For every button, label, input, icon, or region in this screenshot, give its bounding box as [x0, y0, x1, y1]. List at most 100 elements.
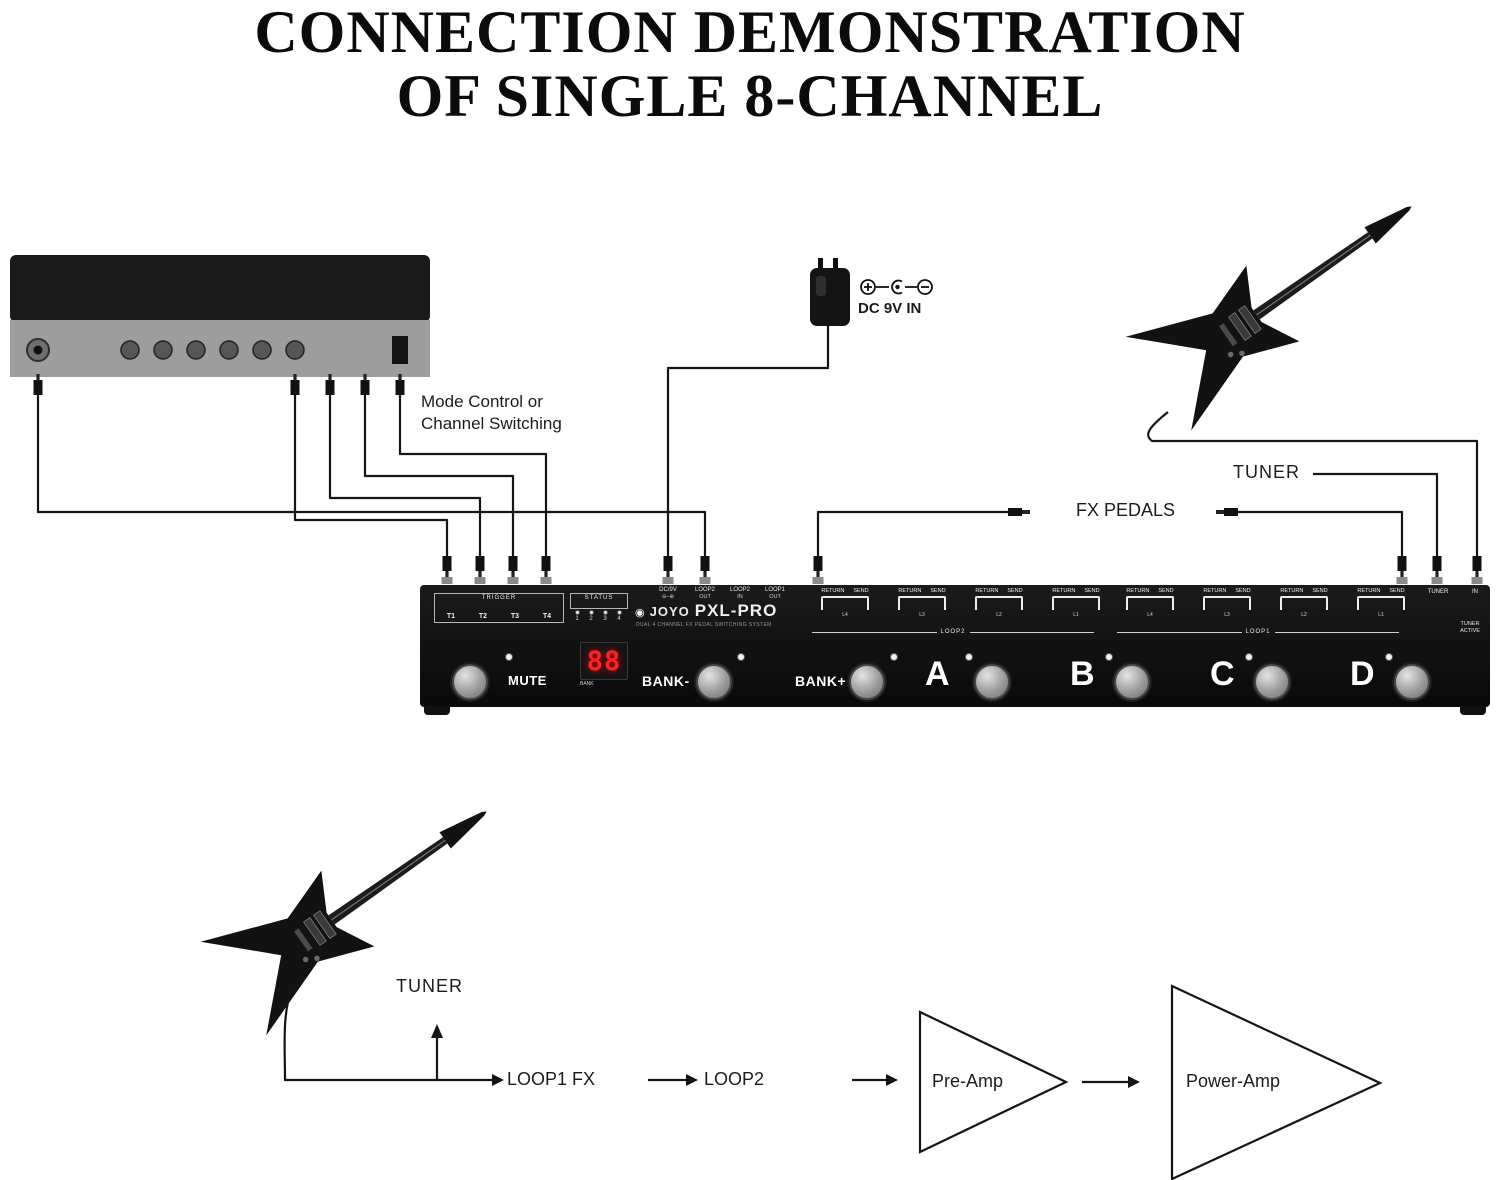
bank-plus-led-icon	[890, 653, 898, 661]
loop1-jack-l4: RETURN SEND L4	[1126, 588, 1174, 618]
page-title: CONNECTION DEMONSTRATION OF SINGLE 8-CHA…	[0, 0, 1500, 128]
model-tagline: DUAL 4 CHANNEL FX PEDAL SWITCHING SYSTEM	[636, 622, 772, 628]
channel-a-label: A	[925, 655, 950, 693]
brand-name: JOYO	[649, 604, 690, 619]
bank-minus-led-icon	[737, 653, 745, 661]
channel-c-label: C	[1210, 655, 1235, 693]
tuner-jack-label: TUNER	[1427, 589, 1449, 595]
send-label: SEND	[1235, 588, 1251, 594]
return-label: RETURN	[1280, 588, 1304, 594]
loop1-group: LOOP1	[1117, 629, 1400, 635]
pre-amp-triangle	[918, 1010, 1069, 1154]
status-led-icon	[574, 610, 580, 615]
bank-plus-label: BANK+	[795, 673, 847, 689]
trigger-panel: TRIGGER T1 T2 T3 T4	[434, 593, 564, 623]
loop1-jack-l2: RETURN SEND L2	[1280, 588, 1328, 618]
amp-head	[10, 255, 430, 377]
power-adapter	[666, 258, 850, 556]
trigger-title: TRIGGER	[481, 595, 517, 601]
dc-9v-in-label: DC 9V IN	[858, 300, 922, 317]
channel-b-footswitch	[1114, 664, 1150, 700]
signal-flow	[283, 987, 1128, 1084]
channel-c-led-icon	[1245, 653, 1253, 661]
pre-amp-label: Pre-Amp	[932, 1071, 1004, 1091]
mute-led-icon	[505, 653, 513, 661]
port-loop2-in: LOOP2 IN	[729, 587, 750, 600]
return-label: RETURN	[1126, 588, 1150, 594]
power-amp-label: Power-Amp	[1186, 1071, 1281, 1091]
status-leds: 1 2 3 4	[570, 610, 626, 622]
channel-a-footswitch	[974, 664, 1010, 700]
send-label: SEND	[1389, 588, 1405, 594]
power-cable	[666, 326, 830, 556]
pxl-pro-unit: TRIGGER T1 T2 T3 T4 STATUS 1 2 3 4 ◉	[420, 585, 1490, 715]
trigger-jack-t1: T1	[446, 613, 456, 620]
tuner-top-label: TUNER	[1233, 462, 1300, 482]
loop2-fx-label: LOOP2	[704, 1069, 765, 1089]
loop2-jack-l1: RETURN SEND L1	[1052, 588, 1100, 618]
loop2-jack-l3: RETURN SEND L3	[898, 588, 946, 618]
mounting-tab	[424, 706, 450, 715]
loop1-jack-l3: RETURN SEND L3	[1203, 588, 1251, 618]
guitar-bottom	[200, 763, 520, 1037]
tuner-cable	[1313, 472, 1439, 556]
jack-plate	[1052, 596, 1100, 610]
loop2-jack-l2: RETURN SEND L2	[975, 588, 1023, 618]
send-label: SEND	[853, 588, 869, 594]
jack-plate	[1357, 596, 1405, 610]
port-loop2-out: LOOP2 OUT	[694, 587, 715, 600]
loop2-group: LOOP2	[812, 629, 1095, 635]
power-amp-triangle	[1170, 984, 1383, 1180]
trigger-jack-t3: T3	[510, 613, 520, 620]
return-label: RETURN	[975, 588, 999, 594]
channel-b-label: B	[1070, 655, 1095, 693]
mounting-tab	[1460, 706, 1486, 715]
return-label: RETURN	[1357, 588, 1381, 594]
return-label: RETURN	[1203, 588, 1227, 594]
bank-plus-footswitch	[849, 664, 885, 700]
guitar-top	[1125, 158, 1445, 432]
amp-power-switch	[392, 336, 408, 364]
status-led-icon	[602, 610, 608, 615]
channel-b-led-icon	[1105, 653, 1113, 661]
tuner-active-label: TUNER ACTIVE	[1460, 621, 1480, 634]
mute-footswitch	[452, 664, 488, 700]
return-label: RETURN	[821, 588, 845, 594]
mute-label: MUTE	[508, 673, 547, 688]
guitar-in-cable	[1147, 411, 1479, 556]
arrowheads	[431, 1024, 1140, 1088]
bank-display: 88	[580, 642, 628, 680]
polarity-mini-icon: ⊖–⊕	[661, 594, 675, 600]
bank-minus-label: BANK-	[642, 673, 690, 689]
fx-pedals-label: FX PEDALS	[1038, 500, 1213, 521]
status-led-icon	[616, 610, 622, 615]
jack-plate	[975, 596, 1023, 610]
jack-plate	[821, 596, 869, 610]
status-title: STATUS	[584, 595, 614, 601]
send-label: SEND	[1084, 588, 1100, 594]
amp-input-cable	[36, 395, 707, 556]
loop1-jack-l1: RETURN SEND L1	[1357, 588, 1405, 618]
loop2-jack-l4: RETURN SEND L4	[821, 588, 869, 618]
channel-a-led-icon	[965, 653, 973, 661]
channel-d-led-icon	[1385, 653, 1393, 661]
title-line-2: OF SINGLE 8-CHANNEL	[396, 63, 1104, 129]
joyo-logo-icon: ◉	[635, 607, 645, 619]
send-label: SEND	[1158, 588, 1174, 594]
return-label: RETURN	[898, 588, 922, 594]
jack-plate	[1280, 596, 1328, 610]
brand-block: ◉ JOYO PXL-PRO	[635, 601, 777, 621]
title-line-1: CONNECTION DEMONSTRATION	[254, 0, 1246, 65]
channel-d-footswitch	[1394, 664, 1430, 700]
bank-minus-footswitch	[696, 664, 732, 700]
model-name: PXL-PRO	[694, 601, 778, 620]
trigger-jack-t4: T4	[542, 613, 552, 620]
fx-pedals-cables	[816, 510, 1404, 556]
send-label: SEND	[930, 588, 946, 594]
channel-c-footswitch	[1254, 664, 1290, 700]
status-panel: STATUS	[570, 593, 628, 609]
return-label: RETURN	[1052, 588, 1076, 594]
port-dc9v: DC/9V ⊖–⊕	[646, 587, 690, 600]
trigger-cables	[293, 395, 548, 556]
